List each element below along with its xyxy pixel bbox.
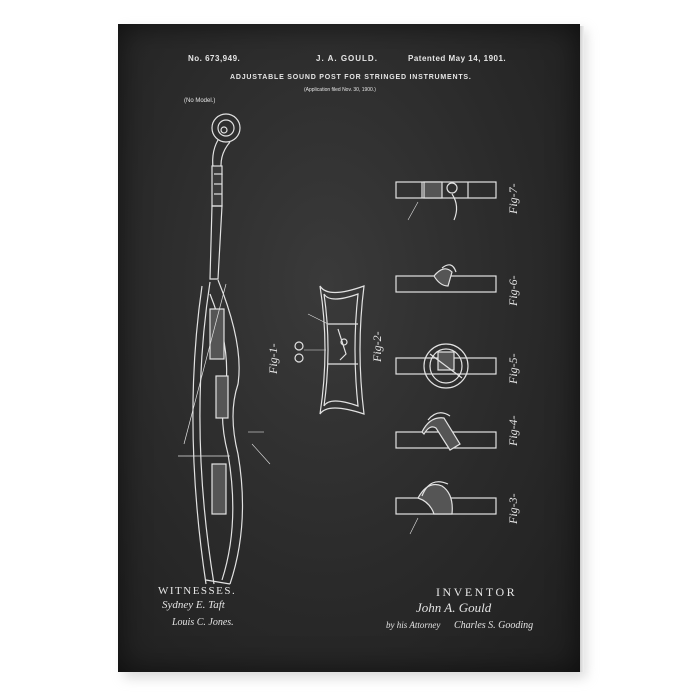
- witness-signature-2: Louis C. Jones.: [172, 617, 234, 628]
- attorney-signature: Charles S. Gooding: [454, 620, 534, 631]
- fig7-sound-post: [395, 181, 497, 221]
- fig6-sound-post: [395, 264, 497, 293]
- witnesses-label: WITNESSES.: [158, 585, 237, 597]
- fig1-label: Fig-1-: [266, 343, 280, 374]
- fig3-sound-post: [395, 481, 497, 535]
- fig6-label: Fig-6-: [506, 275, 520, 306]
- fig2-label: Fig-2-: [370, 331, 384, 362]
- inventor-signature: John A. Gould: [416, 600, 492, 615]
- inventor-label: INVENTOR: [436, 585, 518, 599]
- chalkboard-patent-print: No. 673,949. J. A. GOULD. Patented May 1…: [118, 24, 580, 672]
- fig5-sound-post: [395, 343, 497, 389]
- model-note: (No Model.): [184, 98, 216, 104]
- fig7-label: Fig-7-: [506, 183, 520, 214]
- patent-drawing: [178, 113, 497, 585]
- violin-side-view: [178, 113, 271, 585]
- fig4-label: Fig-4-: [506, 415, 520, 446]
- patent-number: No. 673,949.: [188, 54, 241, 63]
- application-date: (Application filed Nov. 30, 1900.): [304, 87, 376, 93]
- canvas-edge: [580, 26, 584, 672]
- fig3-label: Fig-3-: [506, 493, 520, 524]
- patent-date: Patented May 14, 1901.: [408, 54, 507, 63]
- attorney-prefix: by his Attorney: [386, 620, 441, 630]
- fig4-sound-post: [395, 412, 497, 451]
- fig5-label: Fig-5-: [506, 353, 520, 384]
- fig2-body-section: [294, 285, 365, 415]
- witness-signature-1: Sydney E. Taft: [162, 599, 225, 611]
- inventor-name-header: J. A. GOULD.: [316, 54, 378, 63]
- patent-title: ADJUSTABLE SOUND POST FOR STRINGED INSTR…: [230, 74, 472, 81]
